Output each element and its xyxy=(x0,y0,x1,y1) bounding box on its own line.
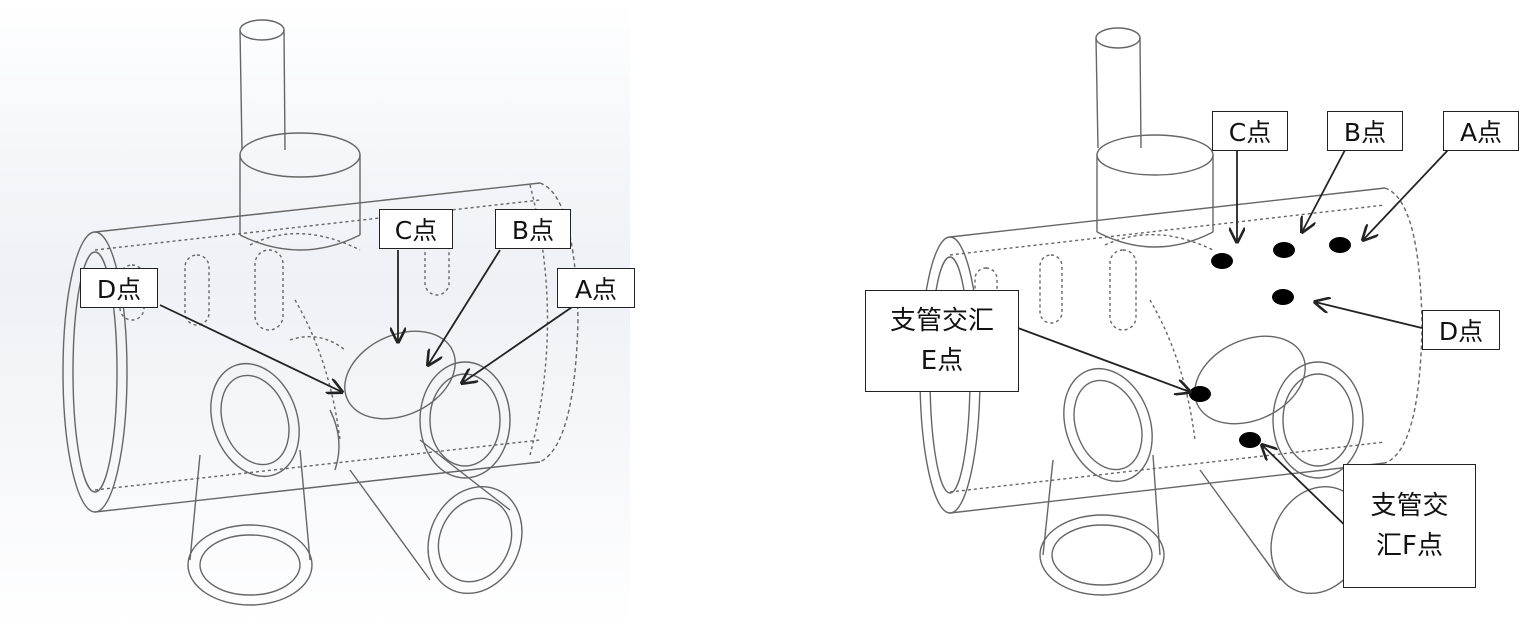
marker-d xyxy=(1272,289,1294,305)
right-label-a: A点 xyxy=(1443,111,1519,151)
right-arrow-e xyxy=(1017,327,1190,392)
marker-f xyxy=(1239,432,1261,448)
right-label-e-line2: E点 xyxy=(920,346,964,376)
right-label-e: 支管交汇 E点 xyxy=(865,290,1019,392)
right-vertical-pipe xyxy=(1095,27,1142,149)
left-label-d: D点 xyxy=(80,268,158,308)
left-top-cylinder xyxy=(239,132,361,251)
right-arrow-d xyxy=(1315,302,1423,329)
right-point-markers xyxy=(1189,237,1351,448)
right-label-c: C点 xyxy=(1212,111,1288,151)
right-label-f: 支管交 汇F点 xyxy=(1343,464,1476,588)
left-diagram-panel xyxy=(0,0,630,630)
marker-a xyxy=(1329,237,1351,253)
left-main-pipe xyxy=(62,182,579,513)
marker-b xyxy=(1273,242,1295,258)
left-label-b-text: B点 xyxy=(511,216,555,245)
left-label-a-text: A点 xyxy=(574,275,618,304)
right-callout-arrows xyxy=(1017,149,1449,536)
left-label-c: C点 xyxy=(379,209,453,249)
left-arrow-b xyxy=(428,249,501,365)
right-top-cylinder xyxy=(1096,134,1214,248)
left-label-b: B点 xyxy=(495,209,571,249)
left-arrow-a xyxy=(462,304,576,383)
right-label-a-text: A点 xyxy=(1459,118,1503,147)
marker-e xyxy=(1189,386,1211,402)
left-arrow-d xyxy=(159,304,342,392)
left-label-a: A点 xyxy=(557,268,635,308)
right-label-b: B点 xyxy=(1327,111,1403,151)
right-label-d-text: D点 xyxy=(1438,317,1484,346)
left-pipe-model xyxy=(62,19,579,606)
right-label-e-line1: 支管交汇 xyxy=(889,306,994,336)
left-label-d-text: D点 xyxy=(96,275,142,304)
right-pipe-model xyxy=(919,27,1423,596)
left-branch-pipes xyxy=(187,299,523,606)
right-arrow-a xyxy=(1363,149,1449,240)
left-callout-arrows xyxy=(159,249,576,392)
right-label-c-text: C点 xyxy=(1228,118,1272,147)
right-label-b-text: B点 xyxy=(1343,118,1387,147)
right-label-f-line1: 支管交 xyxy=(1370,491,1449,521)
right-arrow-f xyxy=(1262,445,1356,536)
marker-c xyxy=(1211,253,1233,269)
left-vertical-pipe xyxy=(239,19,286,151)
left-label-c-text: C点 xyxy=(394,216,438,245)
right-label-d: D点 xyxy=(1422,310,1500,350)
right-branch-pipes xyxy=(1039,299,1366,596)
right-arrow-b xyxy=(1302,149,1346,232)
right-label-f-line2: 汇F点 xyxy=(1376,531,1443,561)
